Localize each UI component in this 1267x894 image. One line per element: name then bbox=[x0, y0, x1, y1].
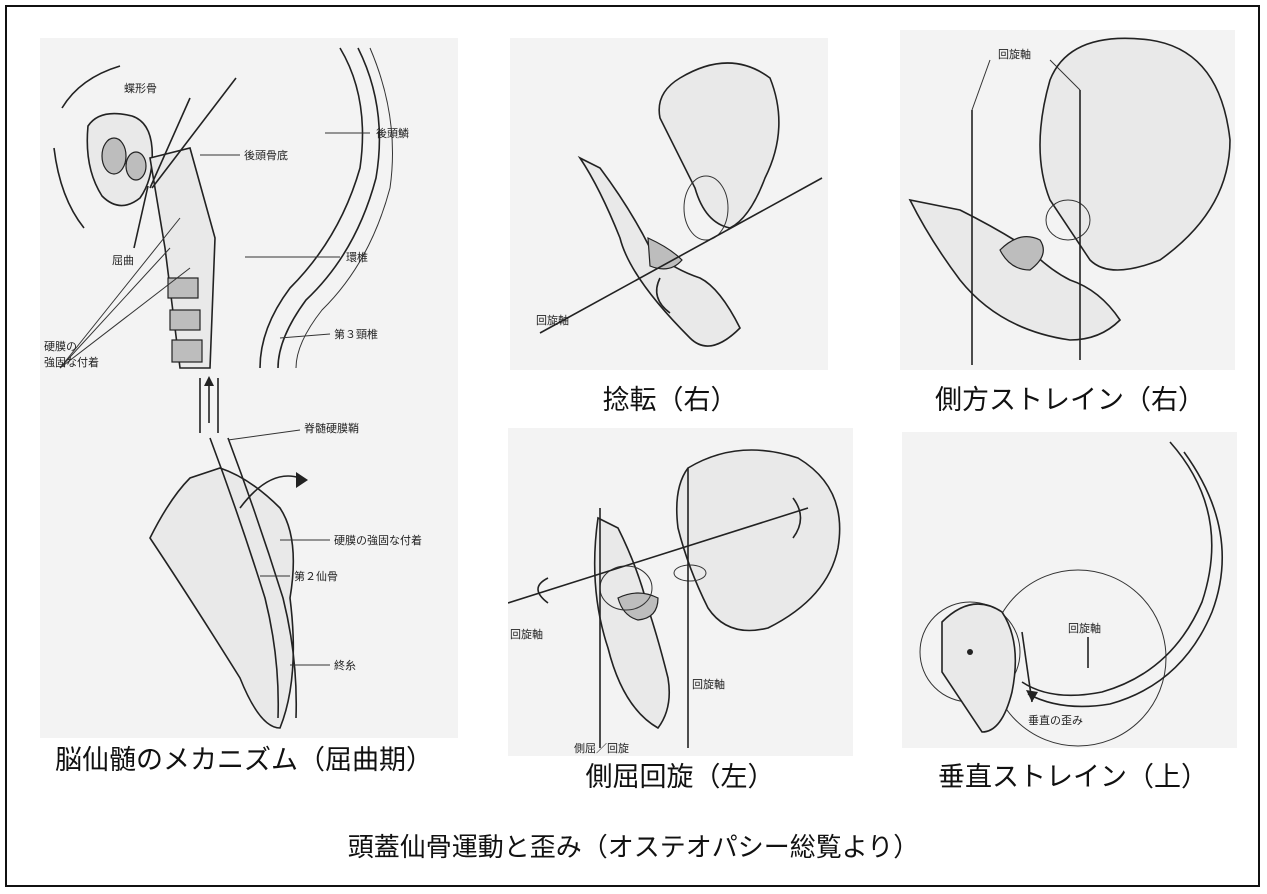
label-squama: 後頭鱗 bbox=[376, 126, 409, 140]
label-axis-left: 回旋軸 bbox=[510, 627, 543, 641]
label-flexion: 屈曲 bbox=[112, 254, 134, 267]
label-sphenoid: 蝶形骨 bbox=[124, 81, 157, 95]
panel-sidebending-rotation-left: 回旋軸 回旋軸 側屈／回旋 bbox=[508, 428, 853, 756]
label-c3: 第３頸椎 bbox=[334, 327, 378, 341]
caption-panel-4: 側屈回旋（左） bbox=[510, 755, 850, 794]
panel-vertical-strain-superior: 回旋軸 垂直の歪み bbox=[902, 432, 1237, 748]
panel-torsion-right: 回旋軸 bbox=[510, 38, 828, 370]
label-dura-attach: 硬膜の強固な付着 bbox=[334, 533, 422, 547]
craniosacral-diagram: 蝶形骨 後頭骨底 後頭鱗 屈曲 環椎 硬膜の 強固な付着 第３頸椎 脊髄硬膜鞘 … bbox=[40, 38, 458, 738]
vertical-strain-diagram: 回旋軸 垂直の歪み bbox=[902, 432, 1237, 748]
caption-panel-3: 側方ストレイン（右） bbox=[910, 378, 1230, 417]
caption-panel-1: 脳仙髄のメカニズム（屈曲期） bbox=[34, 738, 454, 777]
label-dural-sheath: 脊髄硬膜鞘 bbox=[304, 421, 359, 435]
label-dura-2: 強固な付着 bbox=[44, 355, 99, 369]
label-atlas: 環椎 bbox=[346, 250, 368, 264]
caption-panel-2: 捻転（右） bbox=[520, 378, 820, 417]
label-s2: 第２仙骨 bbox=[294, 569, 338, 583]
label-vertical-strain: 垂直の歪み bbox=[1028, 713, 1083, 727]
label-axis: 回旋軸 bbox=[998, 47, 1031, 61]
torsion-diagram: 回旋軸 bbox=[510, 38, 828, 370]
panel-craniosacral-mechanism: 蝶形骨 後頭骨底 後頭鱗 屈曲 環椎 硬膜の 強固な付着 第３頸椎 脊髄硬膜鞘 … bbox=[40, 38, 458, 738]
caption-panel-5: 垂直ストレイン（上） bbox=[908, 755, 1238, 794]
label-axis-right: 回旋軸 bbox=[692, 677, 725, 691]
panel-lateral-strain-right: 回旋軸 bbox=[900, 30, 1235, 370]
label-basiocciput: 後頭骨底 bbox=[244, 148, 288, 162]
lateral-strain-diagram: 回旋軸 bbox=[900, 30, 1235, 370]
label-dura-1: 硬膜の bbox=[44, 340, 77, 353]
label-filum: 終糸 bbox=[334, 658, 356, 672]
sidebending-rotation-diagram: 回旋軸 回旋軸 側屈／回旋 bbox=[508, 428, 853, 756]
figure-main-caption: 頭蓋仙骨運動と歪み（オステオパシー総覧より） bbox=[0, 827, 1267, 864]
label-axis: 回旋軸 bbox=[1068, 621, 1101, 635]
label-sidebend: 側屈／回旋 bbox=[574, 741, 629, 755]
label-axis: 回旋軸 bbox=[536, 313, 569, 327]
